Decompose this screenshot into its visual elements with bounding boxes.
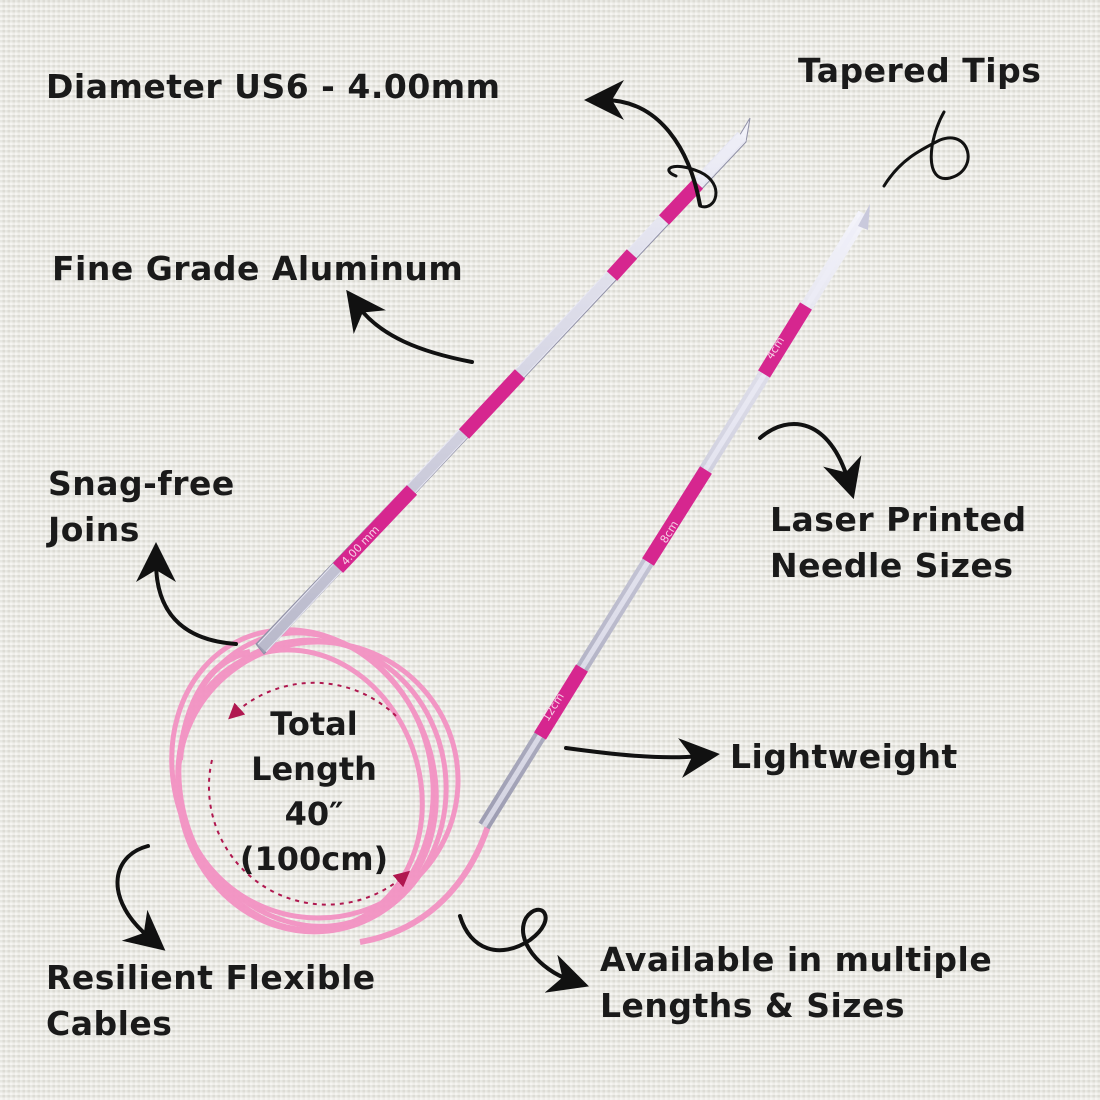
left-needle: 4.00 mm xyxy=(255,117,751,655)
label-tapered-tips: Tapered Tips xyxy=(798,48,1041,94)
label-laser-printed-line1: Laser Printed xyxy=(770,500,1027,539)
label-laser-printed: Laser Printed Needle Sizes xyxy=(770,497,1027,589)
arrow-laser-icon xyxy=(758,422,862,500)
arrow-lightweight-icon xyxy=(564,738,720,778)
label-fine-grade: Fine Grade Aluminum xyxy=(52,246,463,292)
label-fine-grade-text: Fine Grade Aluminum xyxy=(52,249,464,288)
label-snag-free-line1: Snag-free xyxy=(48,464,235,503)
arrow-snag-free-icon xyxy=(136,542,238,646)
length-indicator xyxy=(207,681,411,906)
total-length-text: Total Length 40″ (100cm) xyxy=(224,702,404,882)
loop-diameter-icon xyxy=(667,164,718,209)
label-resilient-line1: Resilient Flexible xyxy=(46,958,376,997)
total-length-line3: 40″ xyxy=(284,795,344,833)
label-tapered-tips-text: Tapered Tips xyxy=(798,51,1042,90)
label-lightweight: Lightweight xyxy=(730,734,958,780)
total-length-line4: (100cm) xyxy=(239,840,389,878)
total-length-line2: Length xyxy=(251,750,377,788)
arrow-resilient-icon xyxy=(115,844,166,951)
label-snag-free: Snag-free Joins xyxy=(48,461,235,553)
needle-size-mark: 4.00 mm xyxy=(339,523,382,568)
label-resilient-line2: Cables xyxy=(46,1004,173,1043)
cable-coil xyxy=(169,627,491,945)
label-resilient: Resilient Flexible Cables xyxy=(46,955,376,1047)
label-diameter: Diameter US6 - 4.00mm xyxy=(46,64,501,110)
label-available: Available in multiple Lengths & Sizes xyxy=(600,937,992,1029)
label-diameter-text: Diameter US6 - 4.00mm xyxy=(46,67,501,106)
arrow-available-icon xyxy=(458,907,589,993)
right-needle: 4cm 8cm 12cm xyxy=(478,204,870,830)
label-laser-printed-line2: Needle Sizes xyxy=(770,546,1014,585)
total-length-line1: Total xyxy=(270,705,358,743)
label-snag-free-line2: Joins xyxy=(48,510,140,549)
arrow-tapered-tips-icon xyxy=(882,110,970,188)
label-available-line2: Lengths & Sizes xyxy=(600,986,905,1025)
label-available-line1: Available in multiple xyxy=(600,940,993,979)
arrow-diameter-icon xyxy=(584,80,702,207)
label-lightweight-text: Lightweight xyxy=(730,737,958,776)
arrow-fine-grade-icon xyxy=(346,289,474,364)
